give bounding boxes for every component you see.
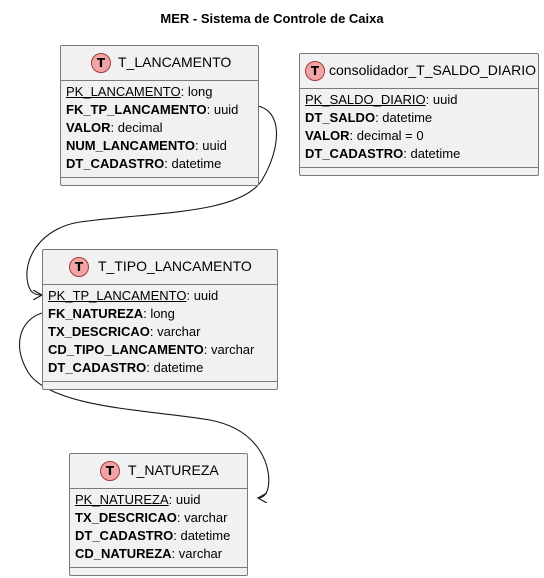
entity-field: DT_CADASTRO: datetime <box>61 155 258 173</box>
table-badge-icon: T <box>100 461 120 481</box>
field-name: DT_CADASTRO <box>48 360 147 375</box>
field-type: : uuid <box>425 92 458 107</box>
entity-header: T T_TIPO_LANCAMENTO <box>43 250 277 285</box>
field-name: FK_NATUREZA <box>48 306 144 321</box>
field-type: : uuid <box>206 102 239 117</box>
edge-lancamento-to-tipo <box>26 105 278 295</box>
field-name: VALOR <box>66 120 111 135</box>
field-name: CD_TIPO_LANCAMENTO <box>48 342 204 357</box>
field-type: : datetime <box>375 110 433 125</box>
field-type: : decimal <box>110 120 163 135</box>
entity-t-tipo-lancamento[interactable]: T T_TIPO_LANCAMENTO PK_TP_LANCAMENTO: uu… <box>42 249 278 390</box>
entity-field: PK_LANCAMENTO: long <box>61 83 258 101</box>
field-type: : varchar <box>149 324 201 339</box>
field-name: PK_LANCAMENTO <box>66 84 181 99</box>
entity-field: CD_TIPO_LANCAMENTO: varchar <box>43 341 277 359</box>
entity-name: T_NATUREZA <box>128 462 219 478</box>
entity-field: DT_CADASTRO: datetime <box>43 359 277 377</box>
entity-field: NUM_LANCAMENTO: uuid <box>61 137 258 155</box>
entity-field: DT_SALDO: datetime <box>300 109 538 127</box>
field-type: : datetime <box>173 528 231 543</box>
field-name: PK_NATUREZA <box>75 492 169 507</box>
field-name: NUM_LANCAMENTO <box>66 138 196 153</box>
entity-field: DT_CADASTRO: datetime <box>300 145 538 163</box>
entity-field: FK_TP_LANCAMENTO: uuid <box>61 101 258 119</box>
field-name: PK_SALDO_DIARIO <box>305 92 426 107</box>
field-type: : varchar <box>176 510 228 525</box>
entity-field: TX_DESCRICAO: varchar <box>70 509 247 527</box>
field-type: : decimal = 0 <box>349 128 424 143</box>
field-type: : datetime <box>403 146 461 161</box>
field-type: : datetime <box>146 360 204 375</box>
field-name: DT_SALDO <box>305 110 376 125</box>
field-name: TX_DESCRICAO <box>75 510 177 525</box>
entity-header: T T_LANCAMENTO <box>61 46 258 81</box>
field-name: DT_CADASTRO <box>75 528 174 543</box>
field-name: TX_DESCRICAO <box>48 324 150 339</box>
entity-field: TX_DESCRICAO: varchar <box>43 323 277 341</box>
entity-field: FK_NATUREZA: long <box>43 305 277 323</box>
entity-field: DT_CADASTRO: datetime <box>70 527 247 545</box>
field-name: FK_TP_LANCAMENTO <box>66 102 207 117</box>
table-badge-icon: T <box>69 257 89 277</box>
field-type: : uuid <box>195 138 227 153</box>
entity-name: T_TIPO_LANCAMENTO <box>98 258 252 274</box>
field-type: : uuid <box>186 288 219 303</box>
edge-tipo-to-natureza <box>19 312 270 498</box>
entity-name: consolidador_T_SALDO_DIARIO <box>329 62 536 78</box>
entity-field: VALOR: decimal <box>61 119 258 137</box>
field-name: DT_CADASTRO <box>305 146 404 161</box>
entity-field: PK_NATUREZA: uuid <box>70 491 247 509</box>
entity-field: PK_SALDO_DIARIO: uuid <box>300 91 538 109</box>
entity-field: PK_TP_LANCAMENTO: uuid <box>43 287 277 305</box>
diagram-title: MER - Sistema de Controle de Caixa <box>160 11 384 26</box>
field-type: : datetime <box>164 156 222 171</box>
field-type: : long <box>180 84 213 99</box>
field-name: CD_NATUREZA <box>75 546 172 561</box>
field-type: : long <box>143 306 175 321</box>
entity-field: VALOR: decimal = 0 <box>300 127 538 145</box>
field-type: : varchar <box>171 546 223 561</box>
table-badge-icon: T <box>305 61 325 81</box>
field-type: : varchar <box>203 342 255 357</box>
entity-name: T_LANCAMENTO <box>118 54 232 70</box>
field-type: : uuid <box>168 492 201 507</box>
field-name: PK_TP_LANCAMENTO <box>48 288 187 303</box>
field-name: VALOR <box>305 128 350 143</box>
field-name: DT_CADASTRO <box>66 156 165 171</box>
entity-field: CD_NATUREZA: varchar <box>70 545 247 563</box>
table-badge-icon: T <box>91 53 111 73</box>
entity-header: T consolidador_T_SALDO_DIARIO <box>300 54 538 89</box>
entity-t-saldo-diario[interactable]: T consolidador_T_SALDO_DIARIO PK_SALDO_D… <box>299 53 539 176</box>
entity-header: T T_NATUREZA <box>70 454 247 489</box>
